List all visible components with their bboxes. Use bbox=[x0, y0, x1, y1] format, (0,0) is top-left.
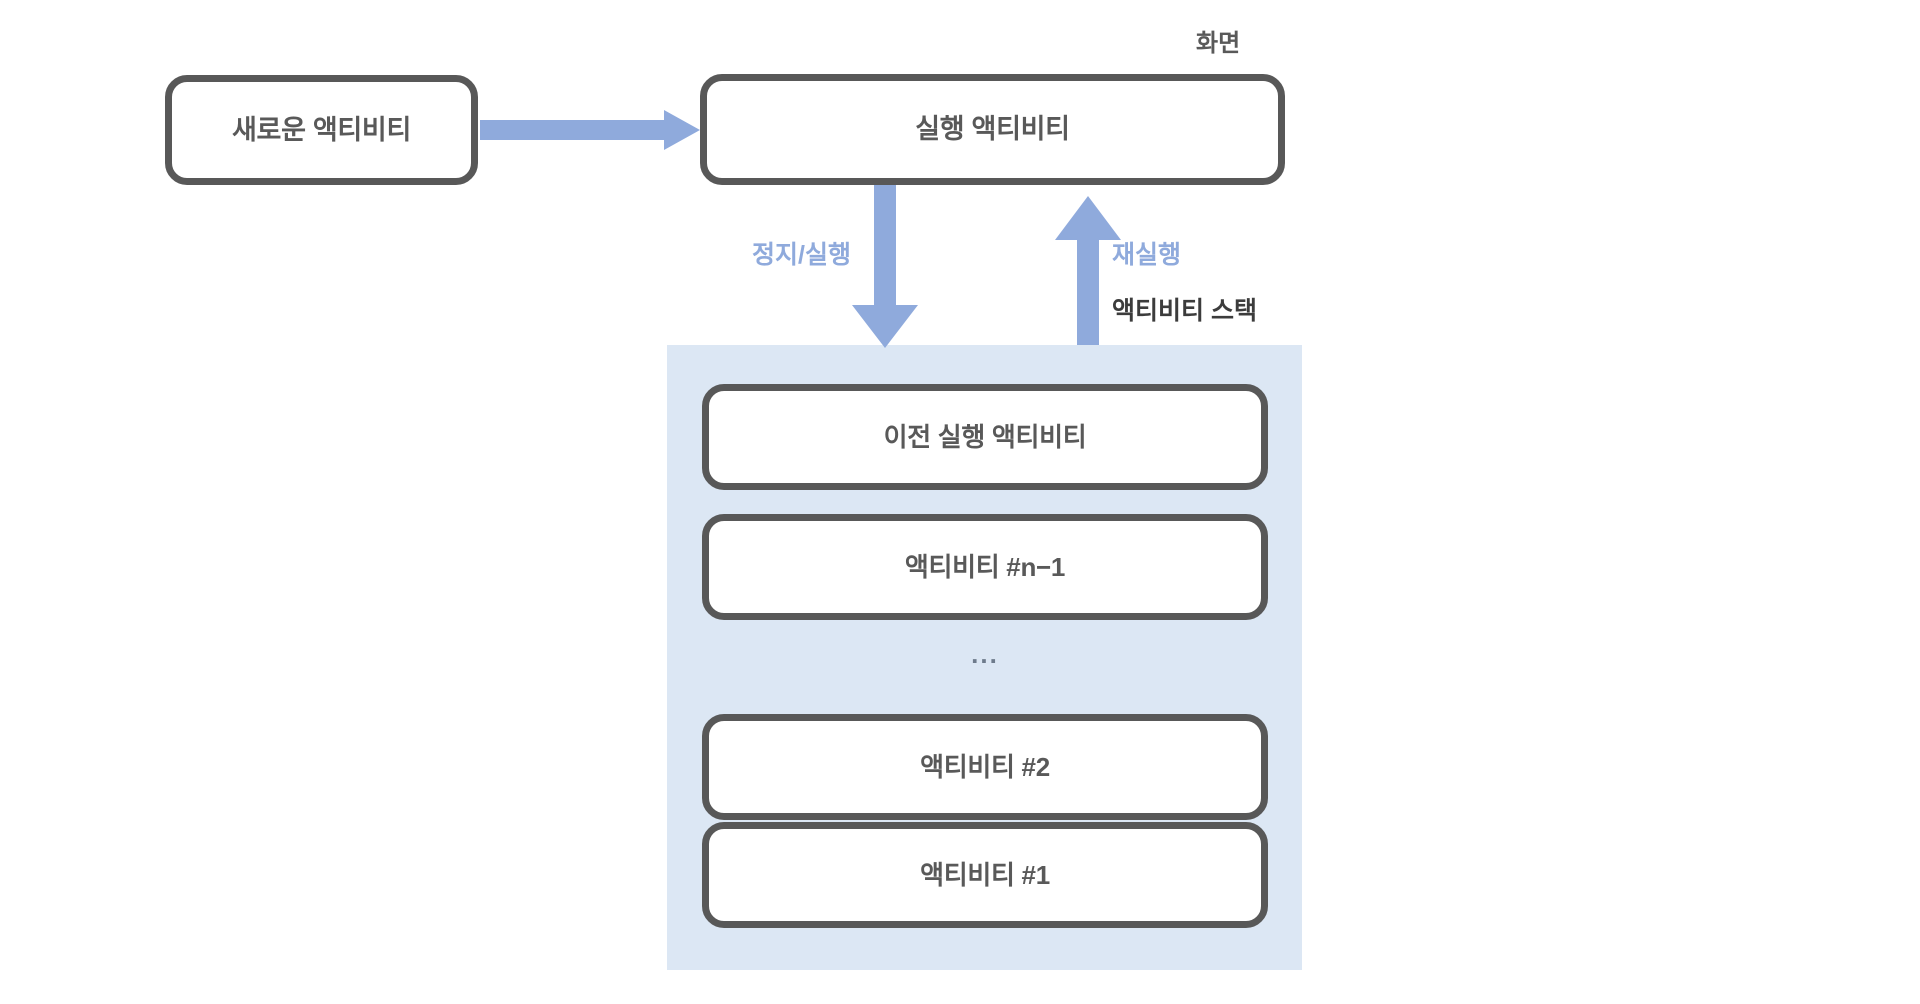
stack-ellipsis: ... bbox=[971, 639, 999, 669]
stack-item-label: 이전 실행 액티비티 bbox=[883, 422, 1087, 452]
stack-item-previous-running-activity[interactable]: 이전 실행 액티비티 bbox=[702, 384, 1268, 490]
node-new-activity[interactable]: 새로운 액티비티 bbox=[165, 75, 478, 185]
activity-stack-label: 액티비티 스택 bbox=[1112, 297, 1257, 325]
node-running-activity-label: 실행 액티비티 bbox=[915, 114, 1070, 144]
stack-item-activity-2[interactable]: 액티비티 #2 bbox=[702, 714, 1268, 820]
stack-item-label: 액티비티 #1 bbox=[920, 860, 1050, 890]
stack-item-activity-1[interactable]: 액티비티 #1 bbox=[702, 822, 1268, 928]
arrow-label-restart: 재실행 bbox=[1112, 241, 1182, 269]
screen-label: 화면 bbox=[1196, 30, 1241, 57]
stack-item-activity-n-minus-1[interactable]: 액티비티 #n−1 bbox=[702, 514, 1268, 620]
arrow-new-to-running-icon bbox=[480, 110, 700, 150]
stack-item-label: 액티비티 #n−1 bbox=[904, 552, 1066, 582]
arrow-running-to-stack-icon bbox=[852, 185, 918, 348]
stack-item-label: 액티비티 #2 bbox=[920, 752, 1050, 782]
arrow-label-stop-run: 정지/실행 bbox=[752, 241, 851, 269]
node-running-activity[interactable]: 실행 액티비티 bbox=[700, 74, 1285, 185]
node-new-activity-label: 새로운 액티비티 bbox=[232, 114, 411, 145]
